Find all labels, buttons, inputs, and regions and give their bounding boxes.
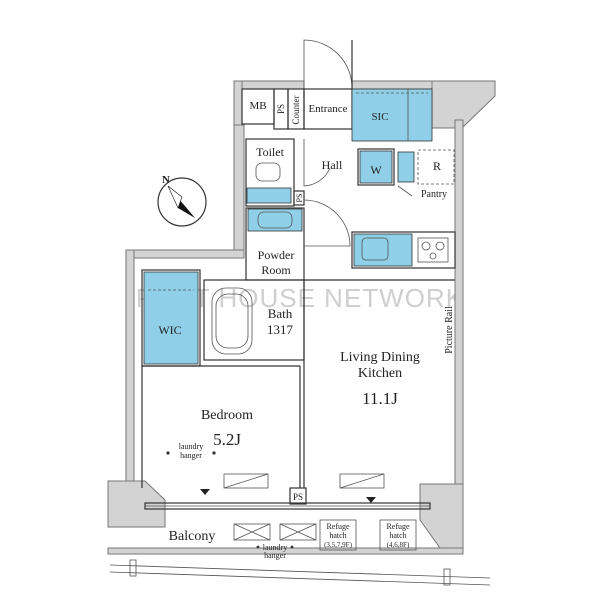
picture-rail-label: Picture Rail [444,306,455,354]
toilet-shelf [246,187,292,204]
refuge-hatch-2-label-2: hatch [389,531,406,540]
pantry-label: Pantry [421,189,447,200]
kitchen-sink [361,237,389,261]
hall-label: Hall [322,158,343,172]
refuge-hatch-1 [319,519,357,551]
refuge-hatch-2-label-1: Refuge [386,522,410,531]
kitchen-sink-area [353,233,413,267]
laundry-hanger-1-label-2: hanger [180,451,202,460]
refuge-hatch-1-label-2: hatch [329,531,346,540]
toilet-room [245,138,295,207]
refuge-hatch-1-label-1: Refuge [326,522,350,531]
bath-label-1: Bath [268,306,293,321]
entrance-label: Entrance [308,103,347,115]
ps-mid-label: PS [295,194,304,203]
bath-label-2: 1317 [267,322,294,337]
ps-mid-shaft [293,190,305,206]
toilet-fixture [255,162,281,182]
ps-bottom-shaft [289,487,307,505]
exterior-walls [107,80,496,555]
powder-room-label-2: Room [261,263,291,277]
compass-letter: N [162,174,170,186]
mb-label: MB [249,100,266,112]
sic-label: SIC [371,111,388,123]
powder-vanity [247,208,303,232]
bedroom-label: Bedroom [201,408,253,423]
entrance-door [303,39,353,90]
ac-unit-ldk [339,473,385,489]
ldk-size: 11.1J [362,389,398,408]
refuge-hatch-1-label-3: (3,5,7,9F) [324,541,352,549]
ps-bottom-label: PS [293,492,303,502]
bathtub [211,287,253,355]
balcony-railing [109,559,491,586]
ldk-label-2: Kitchen [358,366,402,381]
stove-icon [417,237,449,263]
refuge-hatch-2-label-3: (4,6,8F) [387,541,410,549]
laundry-hanger-1-label-1: laundry [179,442,203,451]
refrigerator-space [417,149,455,185]
wic-label: WIC [158,323,181,337]
toilet-label: Toilet [256,145,284,159]
refuge-hatch-2 [379,519,417,551]
counter-label: Counter [291,96,301,125]
wic-area [143,271,199,365]
laundry-hanger-boxes [233,523,317,541]
laundry-hanger-2-label-2: hanger [264,551,286,560]
arrow-down-icon [366,497,376,503]
arrow-down-icon [200,489,210,495]
ps-top-label: PS [276,104,286,114]
powder-door [303,199,351,247]
balcony-label: Balcony [169,529,216,544]
w-label: W [370,163,382,177]
washer-area [359,150,393,184]
r-label: R [433,159,441,173]
bedroom-size: 5.2J [213,430,241,449]
laundry-hanger-2-label-1: laundry [263,543,287,552]
washer-space [357,148,395,186]
compass-icon: N [157,174,207,227]
powder-room-label-1: Powder [258,248,295,262]
hall-door [303,139,331,187]
pantry-shelf [397,151,415,183]
ac-unit-bedroom [223,473,269,489]
ldk-label-1: Living Dining [340,350,420,365]
kitchen-counter [351,231,456,269]
sic-closet [351,88,433,142]
